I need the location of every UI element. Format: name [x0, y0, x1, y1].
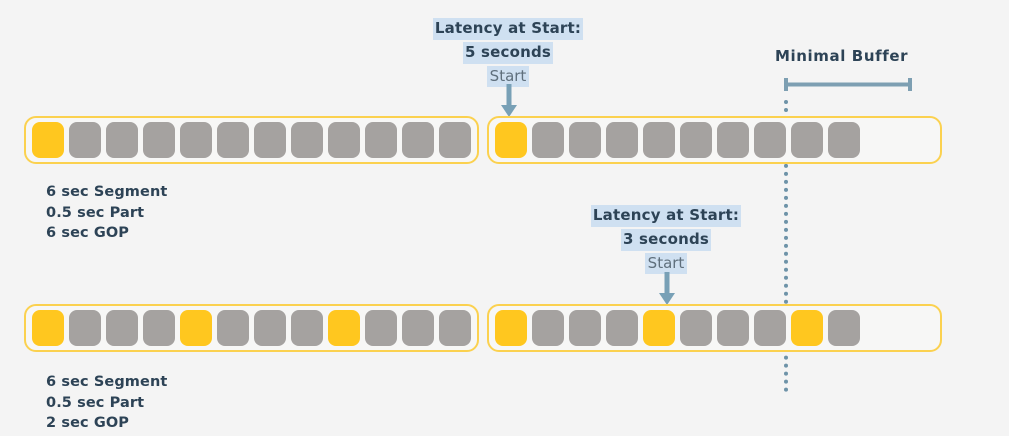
part-block[interactable]	[754, 310, 786, 346]
start-arrow-top-icon	[498, 84, 520, 118]
caption-6-sec-gop: 6 sec Segment 0.5 sec Part 6 sec GOP	[46, 182, 167, 244]
timeline-6-sec-gop-segment-1[interactable]	[24, 116, 479, 164]
timeline-2-sec-gop-segment-1[interactable]	[24, 304, 479, 352]
minimal-buffer-divider	[784, 100, 792, 392]
part-block[interactable]	[439, 122, 471, 158]
start-arrow-bottom-icon	[656, 272, 678, 306]
part-block[interactable]	[791, 122, 823, 158]
part-block[interactable]	[217, 310, 249, 346]
part-block[interactable]	[828, 310, 860, 346]
part-block[interactable]	[680, 122, 712, 158]
latency-bottom-line2: 3 seconds	[620, 228, 712, 251]
part-block[interactable]	[180, 122, 212, 158]
part-block[interactable]	[254, 310, 286, 346]
latency-bottom-line1: Latency at Start:	[590, 205, 742, 227]
part-block[interactable]	[717, 122, 749, 158]
timeline-2-sec-gop-segment-2[interactable]	[487, 304, 942, 352]
timeline-6-sec-gop-segment-2[interactable]	[487, 116, 942, 164]
latency-top-line2: 5 seconds	[462, 41, 554, 64]
part-block[interactable]	[532, 310, 564, 346]
timeline-6-sec-gop	[24, 116, 942, 164]
part-block[interactable]	[606, 310, 638, 346]
part-block[interactable]	[217, 122, 249, 158]
part-block-empty	[865, 122, 897, 158]
part-block[interactable]	[532, 122, 564, 158]
part-block-empty	[902, 122, 934, 158]
part-block[interactable]	[69, 310, 101, 346]
part-block[interactable]	[643, 310, 675, 346]
part-block[interactable]	[143, 122, 175, 158]
part-block[interactable]	[569, 310, 601, 346]
part-block[interactable]	[402, 310, 434, 346]
part-block[interactable]	[291, 310, 323, 346]
part-block-empty	[902, 310, 934, 346]
part-block[interactable]	[328, 122, 360, 158]
part-block[interactable]	[143, 310, 175, 346]
timeline-2-sec-gop	[24, 304, 942, 352]
minimal-buffer-bracket-icon	[784, 76, 912, 92]
minimal-buffer-label: Minimal Buffer	[775, 47, 909, 65]
caption-line-segment: 6 sec Segment	[46, 374, 168, 390]
part-block[interactable]	[643, 122, 675, 158]
part-block[interactable]	[717, 310, 749, 346]
part-block[interactable]	[680, 310, 712, 346]
part-block[interactable]	[365, 310, 397, 346]
part-block[interactable]	[106, 122, 138, 158]
part-block[interactable]	[754, 122, 786, 158]
part-block[interactable]	[328, 310, 360, 346]
caption-line-gop: 2 sec GOP	[46, 415, 130, 432]
part-block[interactable]	[254, 122, 286, 158]
part-block[interactable]	[106, 310, 138, 346]
caption-line-segment: 6 sec Segment	[46, 184, 168, 200]
part-block[interactable]	[569, 122, 601, 158]
caption-line-gop: 6 sec GOP	[46, 225, 130, 242]
part-block[interactable]	[180, 310, 212, 346]
latency-callout-bottom: Latency at Start: 3 seconds Start	[556, 203, 776, 275]
part-block[interactable]	[606, 122, 638, 158]
part-block[interactable]	[32, 122, 64, 158]
caption-2-sec-gop: 6 sec Segment 0.5 sec Part 2 sec GOP	[46, 372, 167, 434]
part-block[interactable]	[495, 122, 527, 158]
part-block[interactable]	[439, 310, 471, 346]
latency-top-start-label: Start	[486, 65, 530, 88]
latency-callout-top: Latency at Start: 5 seconds Start	[398, 16, 618, 88]
part-block-empty	[865, 310, 897, 346]
part-block[interactable]	[69, 122, 101, 158]
part-block[interactable]	[791, 310, 823, 346]
part-block[interactable]	[828, 122, 860, 158]
part-block[interactable]	[402, 122, 434, 158]
latency-top-line1: Latency at Start:	[432, 18, 584, 40]
latency-bottom-start-label: Start	[644, 252, 688, 275]
caption-line-part: 0.5 sec Part	[46, 204, 145, 221]
part-block[interactable]	[495, 310, 527, 346]
caption-line-part: 0.5 sec Part	[46, 394, 145, 411]
part-block[interactable]	[291, 122, 323, 158]
part-block[interactable]	[32, 310, 64, 346]
part-block[interactable]	[365, 122, 397, 158]
